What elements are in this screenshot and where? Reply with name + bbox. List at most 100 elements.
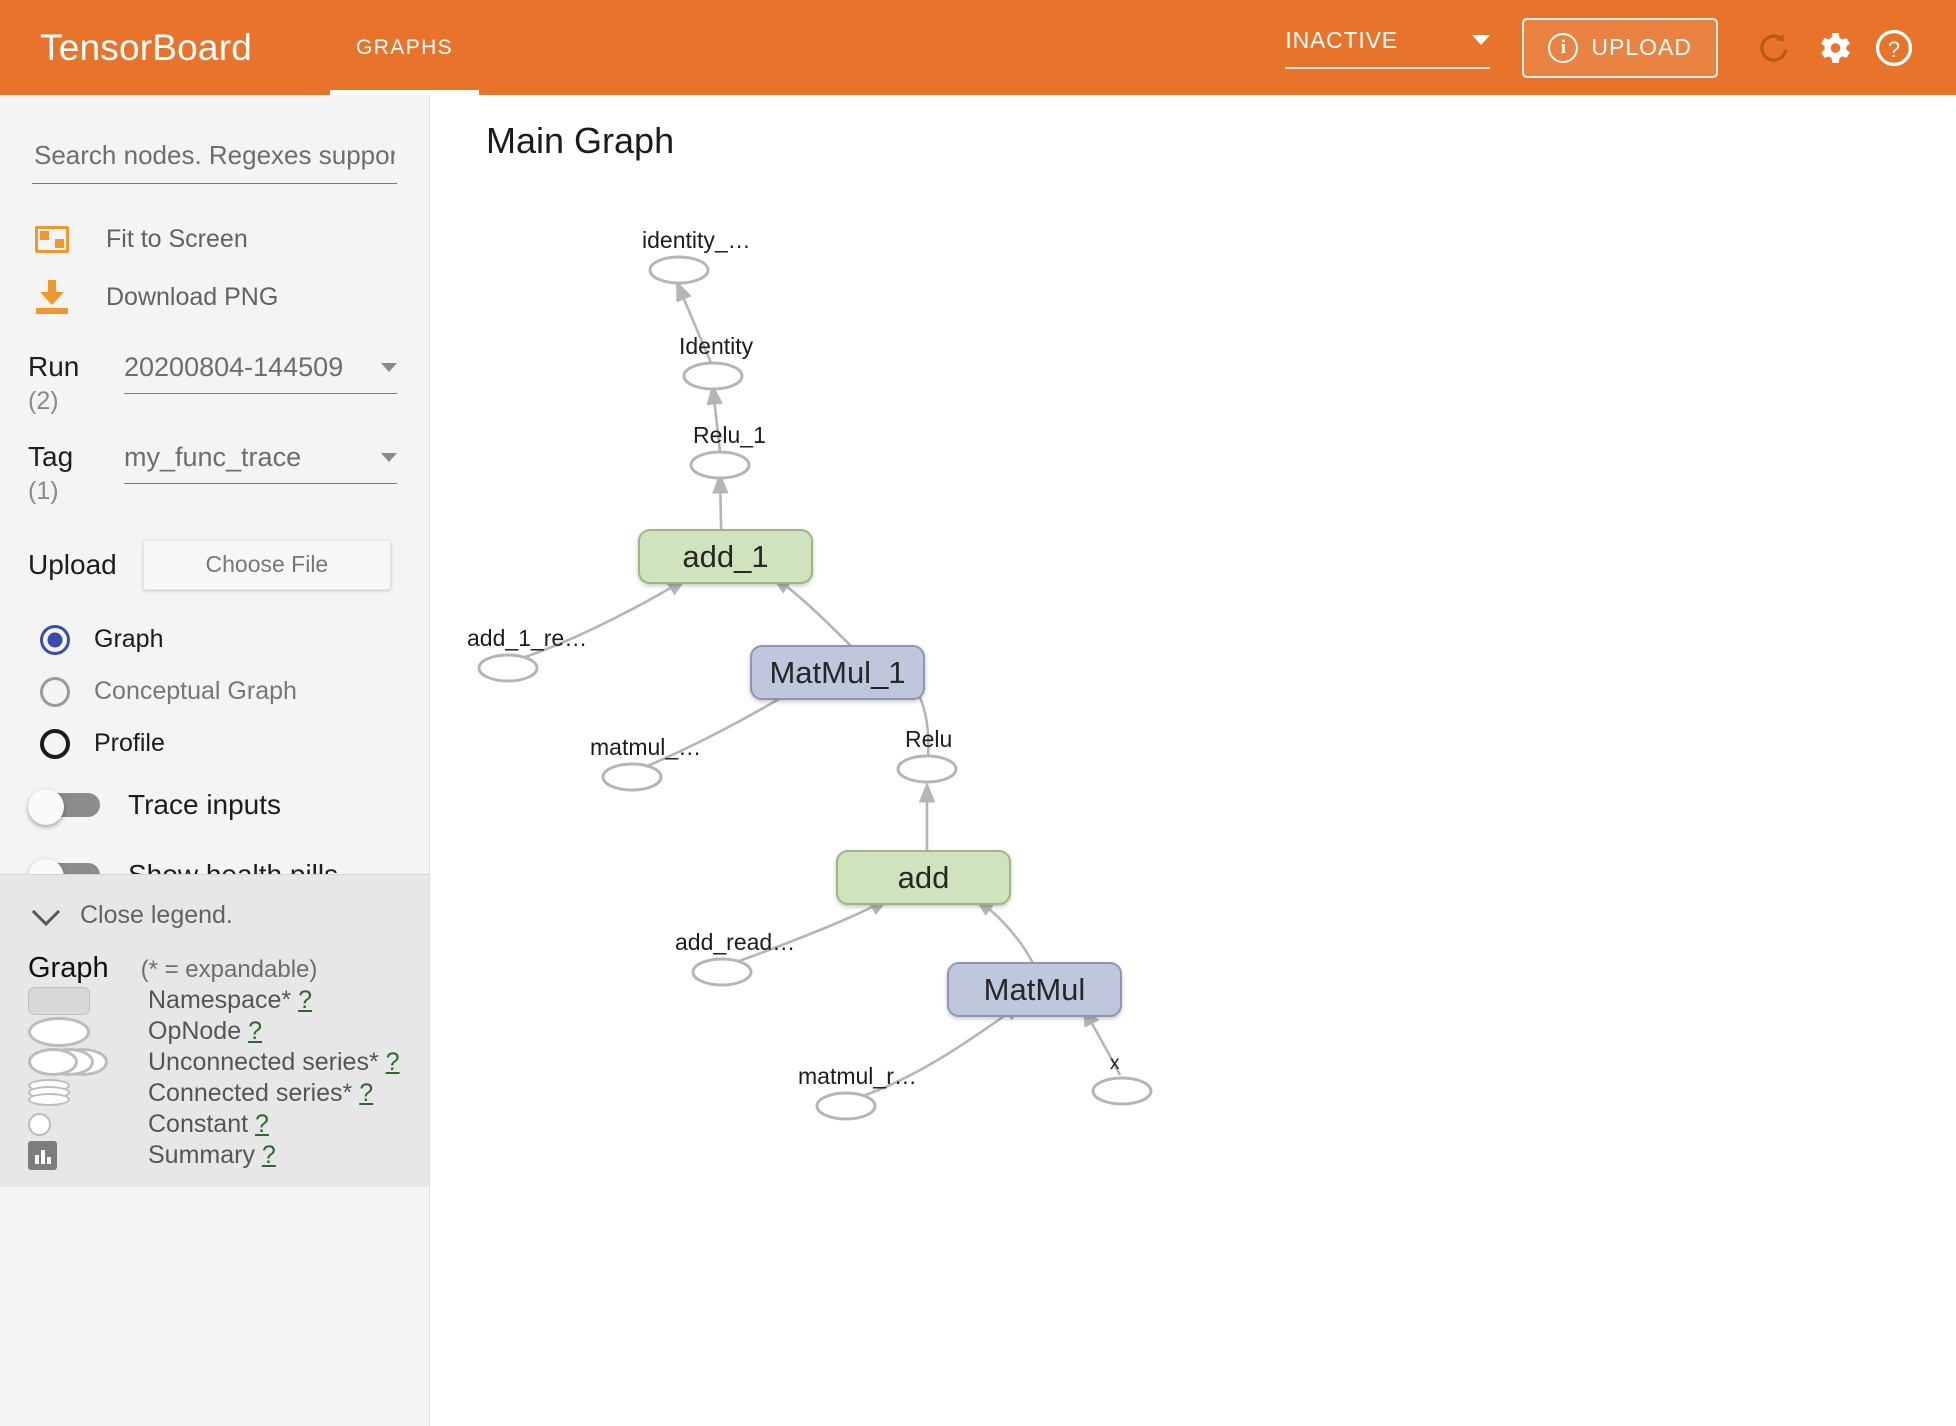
legend-label-connected-series: Connected series* ? (148, 1079, 374, 1107)
graph-canvas[interactable]: Main Graph (430, 95, 1956, 1426)
legend-label-summary: Summary ? (148, 1141, 276, 1169)
upload-field: Upload Choose File (28, 539, 391, 590)
node-label-relu-1: Relu_1 (693, 422, 766, 448)
edge-matmul1-to-add1 (770, 575, 856, 651)
legend-title-row: Graph (* = expandable) (28, 952, 429, 985)
help-link[interactable]: ? (359, 1079, 374, 1107)
tag-select[interactable]: my_func_trace (124, 442, 397, 484)
toggle-off-icon (28, 788, 102, 825)
close-legend-button[interactable]: Close legend. (31, 897, 429, 930)
upload-button[interactable]: i UPLOAD (1522, 17, 1718, 78)
tag-field-label: Tag (1) (28, 440, 124, 506)
node-matmul-1[interactable]: MatMul_1 (750, 645, 925, 700)
run-status-label: INACTIVE (1285, 26, 1398, 53)
node-add-read (691, 957, 753, 987)
download-icon (28, 280, 76, 314)
run-value: 20200804-144509 (124, 352, 344, 382)
radio-graph[interactable]: Graph (40, 614, 429, 666)
app-header: TensorBoard GRAPHS INACTIVE i UPLOAD (0, 0, 1956, 95)
search-container (32, 139, 397, 184)
legend-item-opnode: OpNode ? (28, 1016, 429, 1047)
edge-add1read-to-add1 (512, 577, 688, 663)
help-link[interactable]: ? (248, 1017, 262, 1045)
legend-label-unconnected-series: Unconnected series* ? (148, 1048, 400, 1076)
settings-gear-icon[interactable] (1808, 22, 1860, 74)
legend-label-opnode: OpNode ? (148, 1017, 262, 1045)
radio-profile[interactable]: Profile (40, 718, 429, 770)
node-x (1091, 1076, 1153, 1106)
header-tabs: GRAPHS (330, 0, 480, 95)
node-label-identity-out: identity_… (642, 227, 751, 253)
svg-text:?: ? (1888, 36, 1900, 61)
edge-addread-to-add (724, 897, 890, 968)
chevron-down-icon (1472, 35, 1491, 45)
run-select[interactable]: 20200804-144509 (124, 352, 397, 394)
app-brand: TensorBoard (40, 26, 252, 68)
legend-item-summary: Summary ? (28, 1140, 429, 1171)
fit-to-screen-label: Fit to Screen (106, 224, 248, 253)
help-question-icon[interactable]: ? (1868, 22, 1920, 74)
upload-label: Upload (28, 548, 117, 580)
node-label-add-read: add_read… (675, 929, 796, 955)
upload-button-label: UPLOAD (1591, 34, 1692, 60)
tag-value: my_func_trace (124, 441, 302, 472)
radio-unselected-icon (40, 728, 70, 759)
run-status-dropdown[interactable]: INACTIVE (1285, 26, 1491, 69)
download-png-label: Download PNG (106, 282, 279, 311)
node-relu-1 (689, 450, 751, 480)
chevron-down-icon (381, 363, 397, 372)
tab-graphs[interactable]: GRAPHS (330, 0, 480, 95)
node-label-matmul-read-1: matmul_… (590, 734, 702, 760)
help-link[interactable]: ? (298, 986, 312, 1014)
run-field-label: Run (2) (28, 351, 124, 416)
node-label-matmul-read: matmul_r… (798, 1063, 917, 1089)
namespace-swatch-icon (28, 986, 120, 1015)
summary-swatch-icon (28, 1141, 120, 1170)
legend-item-unconnected-series: Unconnected series* ? (28, 1047, 429, 1078)
legend-item-namespace: Namespace* ? (28, 985, 429, 1016)
help-link[interactable]: ? (385, 1048, 400, 1076)
tag-count: (1) (28, 476, 59, 505)
node-matmul-read-1 (601, 762, 663, 792)
page-title: Main Graph (486, 120, 675, 161)
node-matmul-read (815, 1091, 877, 1121)
legend-item-constant: Constant ? (28, 1109, 429, 1140)
edge-relu1-to-identity (706, 383, 723, 453)
node-identity (682, 361, 744, 391)
node-matmul[interactable]: MatMul (947, 962, 1122, 1017)
help-link[interactable]: ? (261, 1141, 276, 1169)
radio-graph-label: Graph (94, 625, 164, 654)
radio-profile-label: Profile (94, 729, 165, 758)
search-input[interactable] (32, 139, 397, 184)
radio-conceptual-graph-label: Conceptual Graph (94, 677, 297, 706)
refresh-icon[interactable] (1748, 22, 1800, 74)
legend-panel: Close legend. Graph (* = expandable) Nam… (0, 874, 429, 1187)
constant-swatch-icon (28, 1113, 120, 1136)
connected-series-swatch-icon (28, 1078, 120, 1109)
radio-selected-icon (40, 624, 70, 655)
legend-title: Graph (28, 952, 109, 984)
info-icon: i (1548, 32, 1579, 63)
fit-to-screen-icon (28, 225, 76, 253)
header-actions: INACTIVE i UPLOAD ? (1285, 17, 1920, 78)
edge-identity-to-identity-out (675, 280, 713, 364)
run-label: Run (28, 351, 80, 382)
legend-label-namespace: Namespace* ? (148, 986, 312, 1014)
legend-item-connected-series: Connected series* ? (28, 1078, 429, 1109)
chevron-down-icon (31, 897, 61, 926)
radio-unselected-icon (40, 676, 70, 707)
run-count: (2) (28, 386, 59, 415)
help-link[interactable]: ? (255, 1110, 269, 1138)
tag-label: Tag (28, 440, 74, 472)
toggle-trace-inputs[interactable]: Trace inputs (28, 770, 429, 840)
download-png-button[interactable]: Download PNG (28, 268, 429, 326)
node-add[interactable]: add (836, 850, 1011, 905)
opnode-swatch-icon (28, 1016, 120, 1047)
node-relu (896, 754, 958, 784)
fit-to-screen-button[interactable]: Fit to Screen (28, 210, 429, 268)
radio-conceptual-graph[interactable]: Conceptual Graph (40, 666, 429, 718)
choose-file-button[interactable]: Choose File (142, 539, 391, 590)
node-add-1[interactable]: add_1 (638, 529, 813, 584)
close-legend-label: Close legend. (80, 901, 233, 929)
node-label-x: x (1110, 1053, 1120, 1074)
